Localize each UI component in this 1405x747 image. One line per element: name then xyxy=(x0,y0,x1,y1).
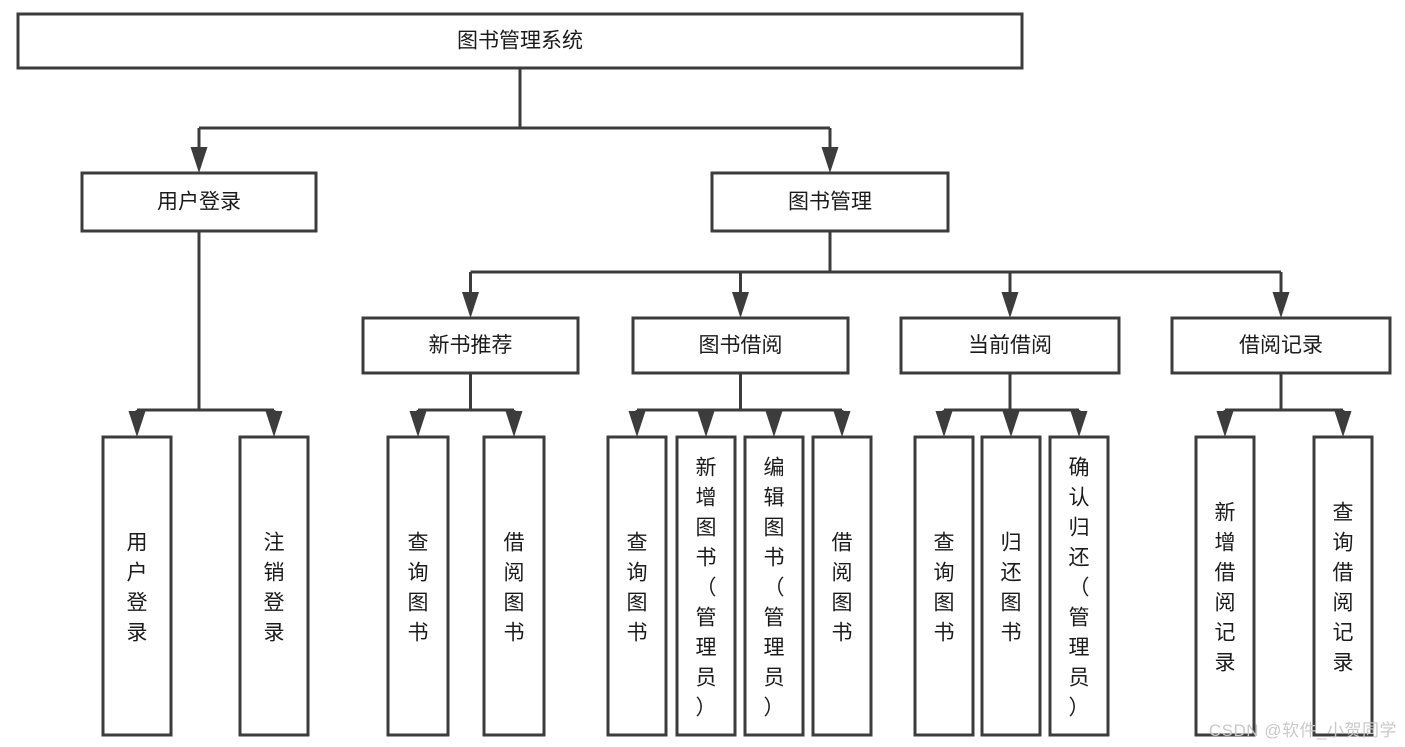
arrow-head-icon-current-borrow xyxy=(1001,292,1019,318)
node-user-login[interactable]: 用户登录 xyxy=(80,171,318,233)
node-box-leaf-add-record xyxy=(1194,435,1256,737)
node-box-book-manage xyxy=(710,171,950,233)
node-label-leaf-borrow-book-1: 借阅图书 xyxy=(504,531,525,644)
node-label-leaf-query-record: 查询借阅记录 xyxy=(1333,501,1354,674)
node-label-leaf-user-logout: 注销登录 xyxy=(264,531,285,644)
node-label-leaf-query-book-2: 查询图书 xyxy=(627,531,648,644)
node-label-leaf-return-book: 归还图书 xyxy=(1001,531,1022,644)
node-label-current-borrow: 当前借阅 xyxy=(968,334,1052,357)
node-box-leaf-user-logout xyxy=(238,435,310,737)
arrow-head-icon-borrow-record xyxy=(1272,292,1290,318)
node-current-borrow[interactable]: 当前借阅 xyxy=(899,316,1121,375)
watermark-text: CSDN @软件_小贺同学 xyxy=(1208,721,1397,740)
node-leaf-user-login[interactable]: 用户登录 xyxy=(101,435,173,737)
arrow-head-icon-new-book-rec xyxy=(462,292,479,318)
node-leaf-query-book-1[interactable]: 查询图书 xyxy=(386,435,450,737)
node-leaf-query-book-2[interactable]: 查询图书 xyxy=(606,435,668,737)
arrow-head-icon-leaf-query-book-2 xyxy=(628,411,646,437)
node-leaf-borrow-book-2[interactable]: 借阅图书 xyxy=(811,435,873,737)
node-leaf-confirm-return[interactable]: 确认归还（管理员） xyxy=(1048,435,1110,737)
node-label-book-borrow: 图书借阅 xyxy=(699,334,783,357)
node-leaf-edit-book[interactable]: 编辑图书（管理员） xyxy=(743,435,805,737)
node-label-book-manage: 图书管理 xyxy=(788,191,872,214)
node-box-leaf-borrow-book-1 xyxy=(482,435,546,737)
node-box-leaf-confirm-return xyxy=(1048,435,1110,737)
node-box-current-borrow xyxy=(899,316,1121,375)
node-box-leaf-user-login xyxy=(101,435,173,737)
node-label-leaf-user-login: 用户登录 xyxy=(127,531,148,644)
node-box-leaf-edit-book xyxy=(743,435,805,737)
node-layer: 图书管理系统用户登录图书管理新书推荐图书借阅当前借阅借阅记录用户登录注销登录查询… xyxy=(16,12,1392,737)
node-borrow-record[interactable]: 借阅记录 xyxy=(1170,316,1392,375)
arrow-head-icon-leaf-return-book xyxy=(1002,411,1020,437)
arrow-head-icon-leaf-borrow-book-2 xyxy=(833,411,851,437)
node-box-borrow-record xyxy=(1170,316,1392,375)
node-box-leaf-return-book xyxy=(980,435,1042,737)
node-new-book-rec[interactable]: 新书推荐 xyxy=(361,316,580,375)
node-root[interactable]: 图书管理系统 xyxy=(16,12,1024,70)
arrow-head-icon-user-login xyxy=(190,147,208,173)
node-label-borrow-record: 借阅记录 xyxy=(1239,334,1323,357)
node-box-leaf-query-book-2 xyxy=(606,435,668,737)
node-book-borrow[interactable]: 图书借阅 xyxy=(631,316,850,375)
node-box-leaf-query-record xyxy=(1312,435,1374,737)
node-leaf-add-record[interactable]: 新增借阅记录 xyxy=(1194,435,1256,737)
node-label-leaf-edit-book: 编辑图书（管理员） xyxy=(764,456,785,719)
arrow-head-icon-leaf-add-book xyxy=(697,411,715,437)
node-label-leaf-add-book: 新增图书（管理员） xyxy=(696,456,717,719)
node-box-leaf-borrow-book-2 xyxy=(811,435,873,737)
node-label-leaf-add-record: 新增借阅记录 xyxy=(1215,501,1236,674)
node-leaf-borrow-book-1[interactable]: 借阅图书 xyxy=(482,435,546,737)
node-label-leaf-query-book-1: 查询图书 xyxy=(408,531,429,644)
node-box-new-book-rec xyxy=(361,316,580,375)
arrow-head-icon-leaf-query-book-3 xyxy=(935,411,953,437)
arrow-head-icon-leaf-user-login xyxy=(128,411,146,437)
arrow-head-icon-leaf-add-record xyxy=(1216,411,1234,437)
node-book-manage[interactable]: 图书管理 xyxy=(710,171,950,233)
node-box-leaf-query-book-3 xyxy=(913,435,975,737)
node-leaf-query-record[interactable]: 查询借阅记录 xyxy=(1312,435,1374,737)
node-box-leaf-query-book-1 xyxy=(386,435,450,737)
node-leaf-user-logout[interactable]: 注销登录 xyxy=(238,435,310,737)
node-leaf-query-book-3[interactable]: 查询图书 xyxy=(913,435,975,737)
node-box-book-borrow xyxy=(631,316,850,375)
connector-layer xyxy=(128,68,1352,437)
node-box-user-login xyxy=(80,171,318,233)
node-box-root xyxy=(16,12,1024,70)
node-label-leaf-query-book-3: 查询图书 xyxy=(934,531,955,644)
node-label-user-login: 用户登录 xyxy=(157,191,241,214)
arrow-head-icon-leaf-query-record xyxy=(1334,411,1352,437)
arrow-head-icon-leaf-borrow-book-1 xyxy=(505,411,523,437)
node-leaf-add-book[interactable]: 新增图书（管理员） xyxy=(675,435,737,737)
arrow-head-icon-leaf-user-logout xyxy=(265,411,283,437)
arrow-head-icon-book-borrow xyxy=(732,292,749,318)
arrow-head-icon-leaf-edit-book xyxy=(765,411,783,437)
node-label-leaf-confirm-return: 确认归还（管理员） xyxy=(1069,456,1090,719)
node-label-leaf-borrow-book-2: 借阅图书 xyxy=(832,531,853,644)
node-box-leaf-add-book xyxy=(675,435,737,737)
node-label-new-book-rec: 新书推荐 xyxy=(429,334,513,357)
node-label-root: 图书管理系统 xyxy=(457,30,583,53)
node-leaf-return-book[interactable]: 归还图书 xyxy=(980,435,1042,737)
arrow-head-icon-leaf-confirm-return xyxy=(1070,411,1088,437)
arrow-head-icon-book-manage xyxy=(821,147,839,173)
arrow-head-icon-leaf-query-book-1 xyxy=(409,411,427,437)
